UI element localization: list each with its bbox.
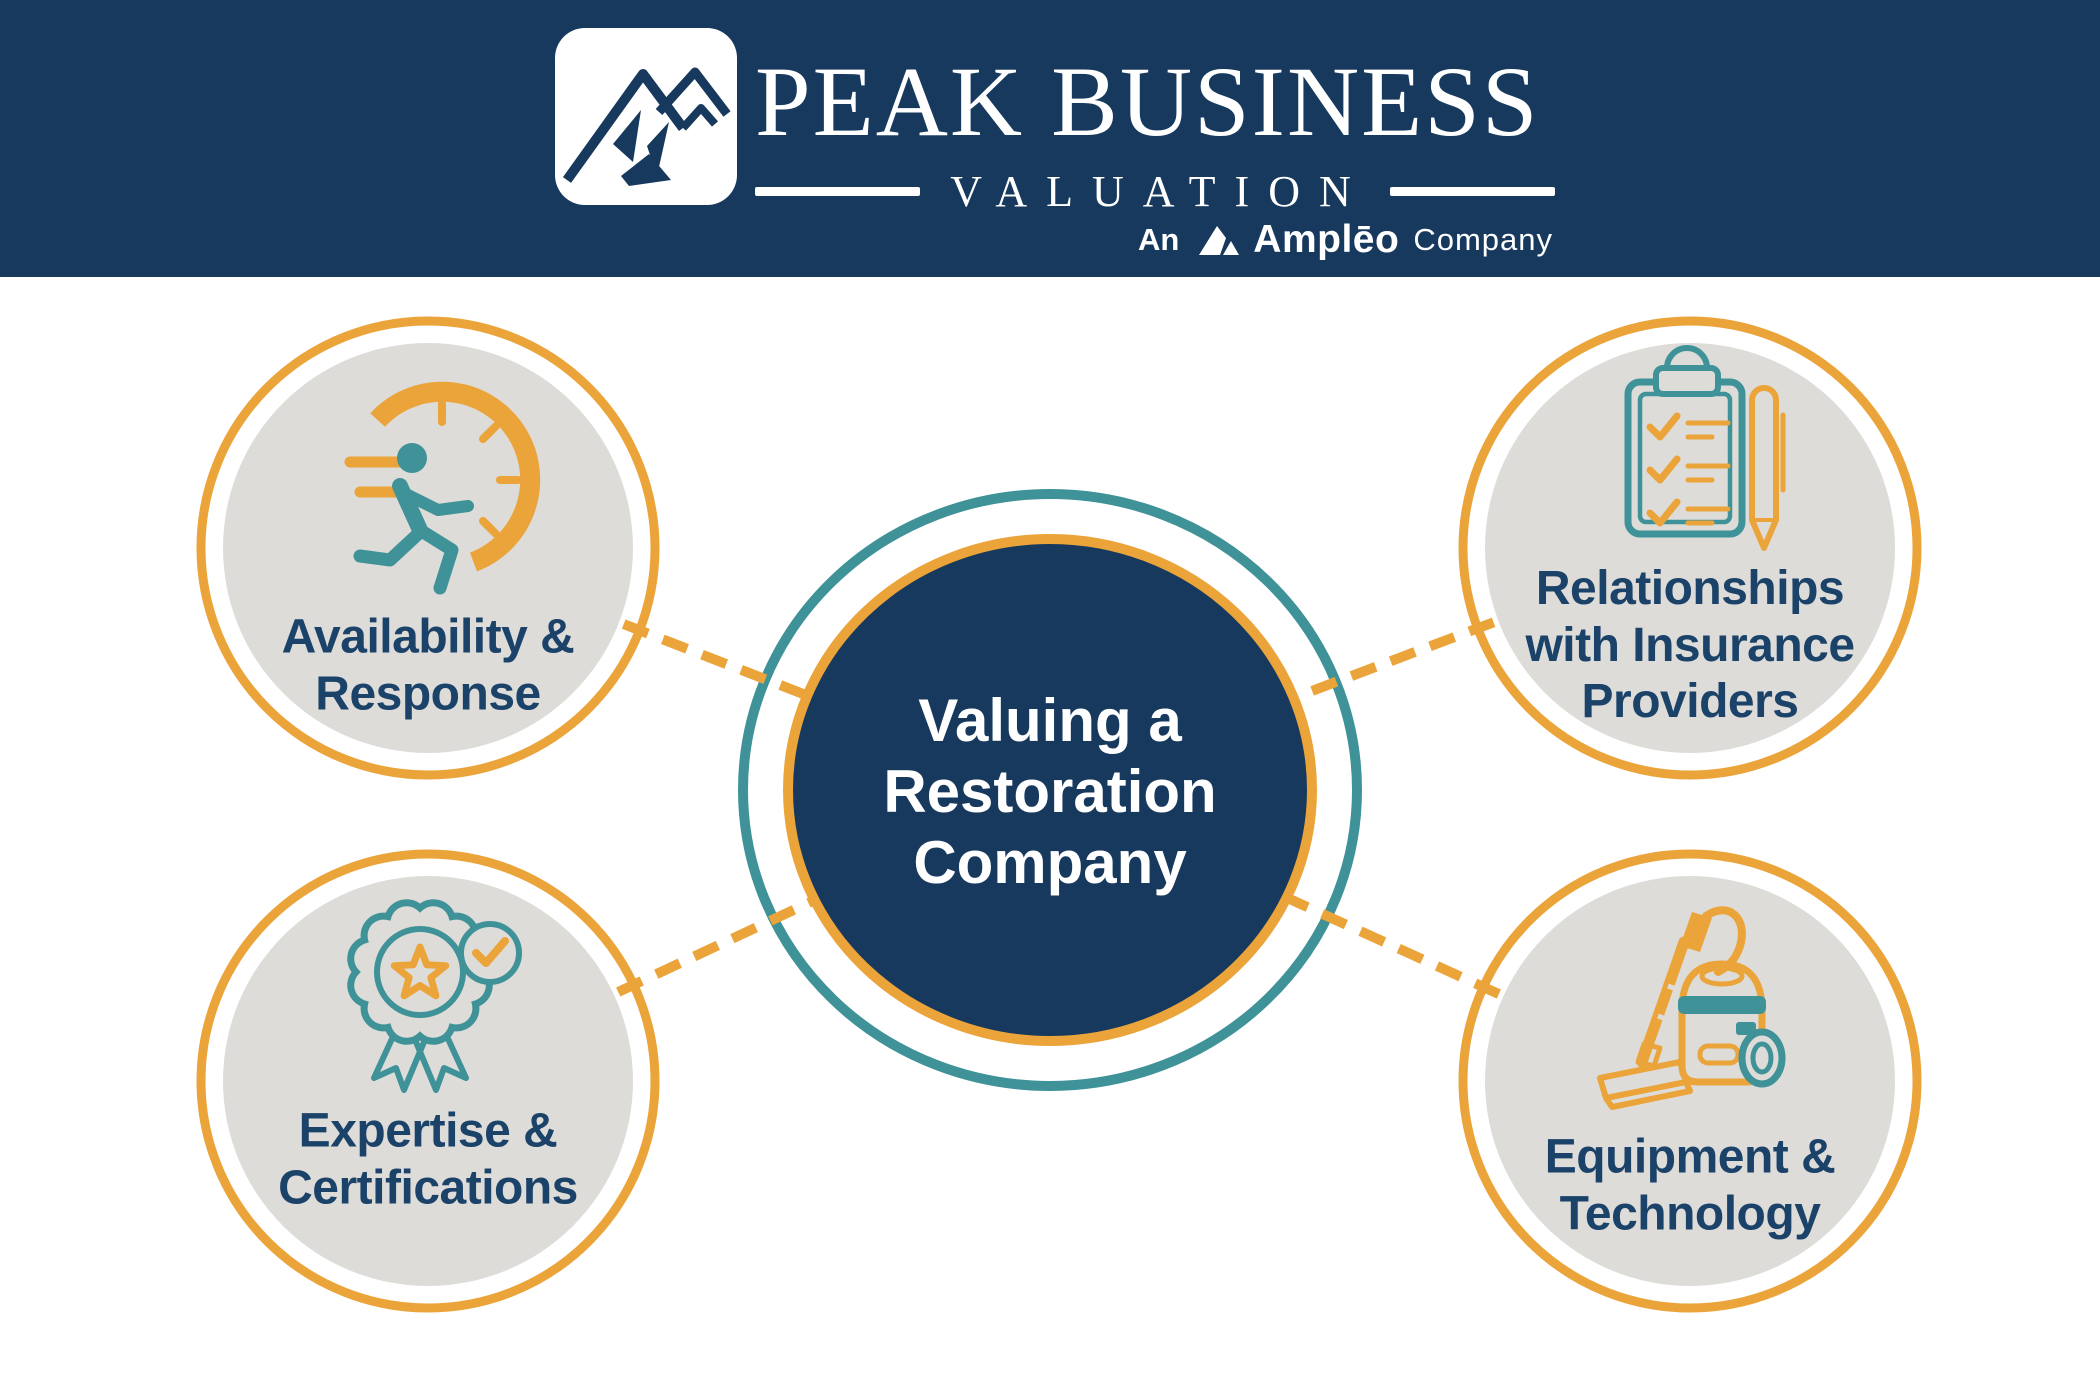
- node-label-expertise: Expertise & Certifications: [278, 1104, 578, 1214]
- clipboard-clip-tab: [1653, 365, 1721, 397]
- subtitle-rule-right: [1389, 187, 1556, 196]
- mountain-snow-slash-1: [613, 110, 641, 162]
- mountain-ridge: [680, 104, 719, 131]
- node-fill-expertise: [223, 876, 633, 1286]
- runner-back-leg: [353, 527, 425, 567]
- brand-subtitle-row: VALUATION: [755, 166, 1556, 217]
- badge-inner-circle: [374, 926, 466, 1018]
- vacuum-grip: [1680, 912, 1712, 952]
- connector-bottom-left: [425, 785, 1053, 1086]
- ribbon-left: [371, 1028, 427, 1093]
- runner-arm: [396, 486, 474, 516]
- center-title: Valuing a Restoration Company: [883, 686, 1217, 896]
- pen-body: [1749, 385, 1779, 551]
- mountain-peak-right: [655, 67, 731, 117]
- ampleo-peak-small: [1223, 241, 1240, 255]
- node-label-availability: Availability & Response: [281, 610, 575, 720]
- vacuum-wheel: [1738, 1028, 1786, 1088]
- node-label-insurance: Relationships with Insurance Providers: [1525, 562, 1855, 729]
- brand-block: PEAK BUSINESS VALUATION: [755, 46, 1556, 217]
- brand-name: PEAK BUSINESS: [755, 46, 1540, 157]
- clock-arc: [370, 381, 541, 572]
- clock-tick-4: [479, 517, 500, 538]
- runner-clock-icon: [344, 381, 541, 595]
- checklist-lines: [1685, 420, 1731, 526]
- clock-tick-1: [479, 422, 500, 443]
- header-banner: PEAK BUSINESS VALUATION An Amplēo Compan…: [0, 0, 2100, 277]
- subtitle-rule-left: [755, 187, 921, 196]
- runner-head: [397, 443, 427, 473]
- vacuum-wand: [1636, 936, 1690, 1068]
- vacuum-wheel-hub: [1750, 1041, 1774, 1075]
- tagline-prefix: An: [1137, 222, 1180, 257]
- runner-front-leg: [413, 523, 459, 595]
- clipboard-clip-arch: [1664, 345, 1710, 369]
- vacuum-lid: [1699, 965, 1745, 987]
- checkmark-2: [1646, 455, 1681, 484]
- vacuum-cleaner-icon: [1597, 906, 1786, 1110]
- vacuum-vent: [1697, 1043, 1741, 1066]
- tagline-brand: Amplēo: [1253, 218, 1400, 261]
- ribbon-right: [413, 1028, 469, 1093]
- connector-bottom-right: [1047, 785, 1693, 1086]
- badge-star: [390, 943, 450, 1000]
- clipboard-checklist-icon: [1624, 345, 1786, 551]
- vacuum-teal-band: [1678, 996, 1766, 1014]
- center-navy-fill: [788, 539, 1312, 1041]
- checkmark-3: [1646, 498, 1681, 527]
- ampleo-peak-large: [1199, 226, 1227, 255]
- award-ribbon-icon: [347, 899, 522, 1093]
- vacuum-nozzle-neck: [1635, 1041, 1663, 1069]
- ampleo-logo-icon: [1199, 226, 1240, 255]
- checkmark-1: [1646, 412, 1681, 441]
- center-orange-ring: [783, 534, 1317, 1046]
- peak-business-valuation-logo: [555, 28, 737, 205]
- mountain-snow-slash-3: [621, 154, 671, 186]
- node-label-equipment: Equipment & Technology: [1544, 1130, 1836, 1240]
- mountain-peak-left: [562, 69, 688, 183]
- vacuum-nozzle-base: [1603, 1080, 1693, 1110]
- vacuum-wand-stripes: [1657, 983, 1680, 1023]
- company-tagline: An Amplēo Company: [1138, 218, 1553, 262]
- vacuum-button: [1736, 1022, 1756, 1035]
- badge-scalloped-edge: [347, 899, 493, 1045]
- brand-subtitle: VALUATION: [950, 167, 1370, 216]
- badge-checkmark: [472, 937, 509, 967]
- node-fill-insurance: [1485, 343, 1895, 753]
- tagline-suffix: Company: [1413, 222, 1553, 257]
